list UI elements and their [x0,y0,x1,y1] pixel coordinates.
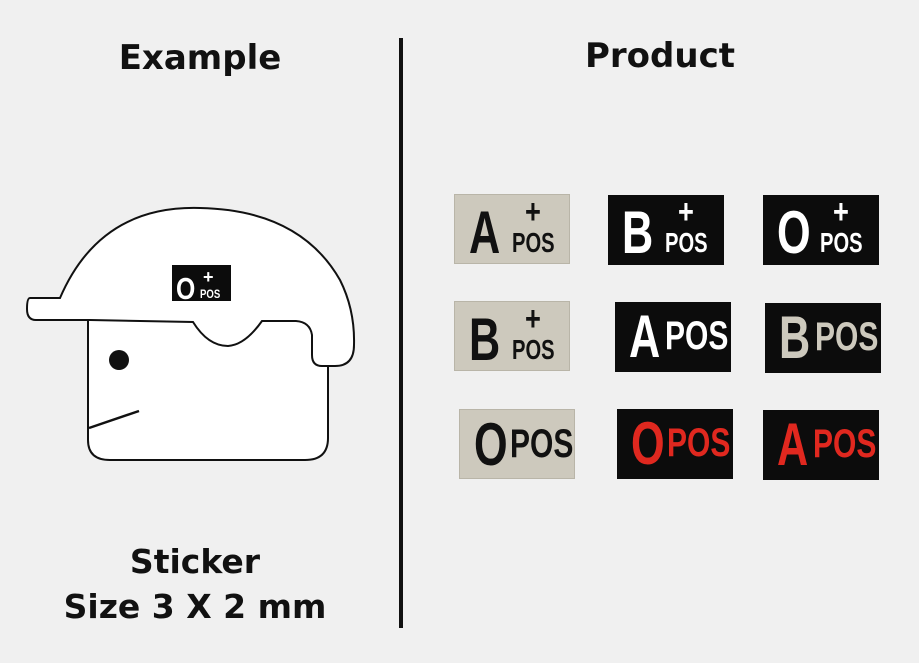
patch-plus: + [678,193,694,231]
patch-letter: B [469,306,501,373]
patch-a-pos-red: A POS [763,410,879,480]
patch-o-plus-pos-black: O + POS [763,195,879,265]
patch-pos: POS [815,315,879,359]
patch-letter: O [474,411,508,478]
patch-letter: O [631,410,665,477]
patch-letter: O [777,199,811,266]
vertical-divider [399,38,403,628]
helmet-patch [172,265,231,301]
patch-a-pos-black: A POS [615,302,731,372]
patch-pos: POS [510,422,574,466]
patch-o-pos-tan: O POS [459,409,575,479]
product-heading: Product [585,36,735,76]
helmet-patch-letter: O [176,271,195,305]
helmet-patch-plus: + [203,267,214,287]
patch-letter: A [469,199,501,266]
mouth-line [88,409,140,430]
patch-letter: B [779,304,811,371]
patch-plus: + [525,300,541,338]
patch-b-plus-pos-tan: B + POS [454,301,570,371]
caption-sticker: Sticker [129,542,261,581]
patch-pos: POS [667,421,731,465]
patch-letter: A [629,303,661,370]
patch-pos: POS [813,422,877,466]
patch-b-pos-black-tan: B POS [765,303,881,373]
helmet-patch-pos: POS [200,288,220,301]
helmet-head-illustration: O + POS [25,206,356,461]
patch-pos: POS [665,227,708,258]
patch-pos: POS [665,314,729,358]
patch-pos: POS [820,227,863,258]
patch-plus: + [833,193,849,231]
patch-b-plus-pos-black: B + POS [608,195,724,265]
patch-o-pos-red: O POS [617,409,733,479]
example-heading: Example [118,38,282,78]
patch-letter: B [622,199,654,266]
caption-size: Size 3 X 2 mm [63,587,327,626]
patch-letter: A [777,411,809,478]
eye [109,350,129,370]
patch-a-plus-pos-tan: A + POS [454,194,570,264]
patch-pos: POS [512,334,555,365]
patch-pos: POS [512,227,555,258]
patch-plus: + [525,193,541,231]
